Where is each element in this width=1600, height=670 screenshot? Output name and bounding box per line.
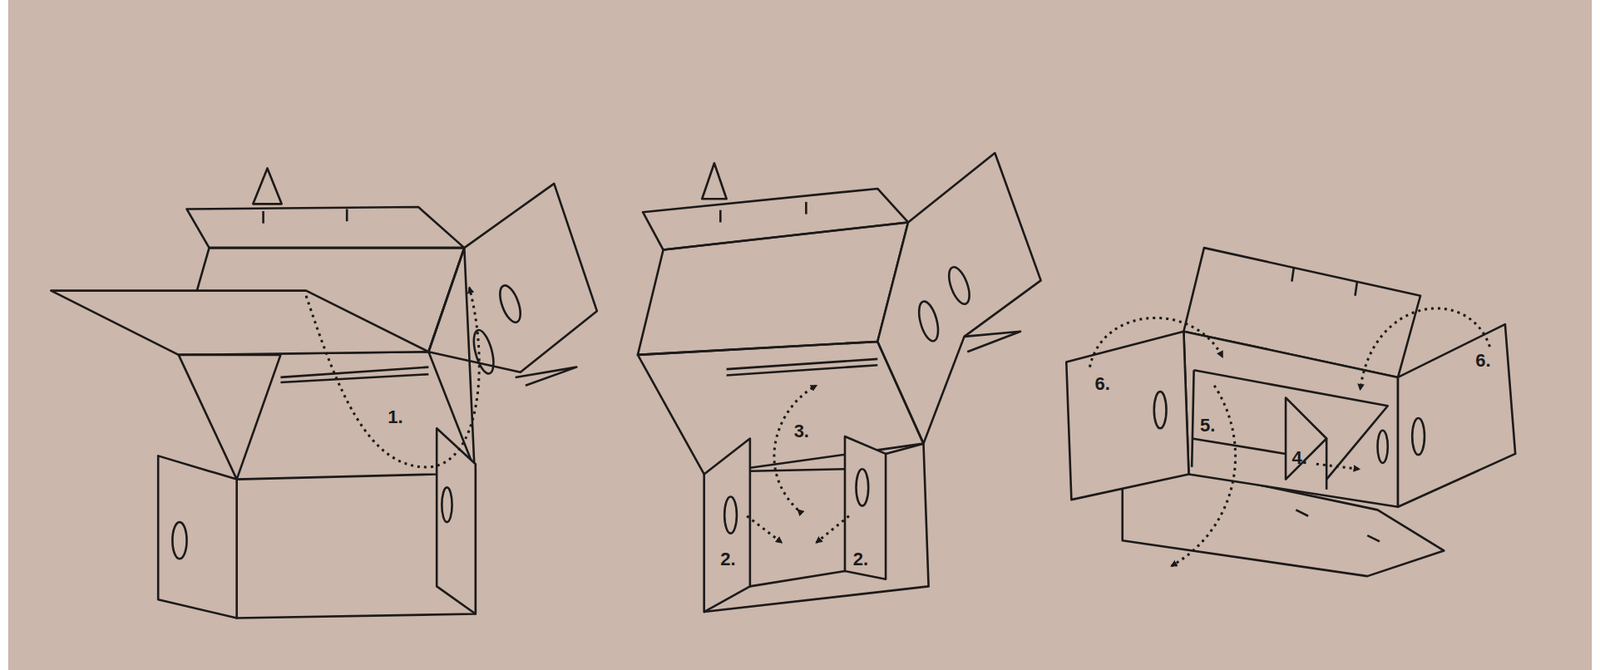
- front-flap: [844, 436, 886, 580]
- callout-number: 4.: [1291, 449, 1307, 468]
- top-flap: [187, 207, 465, 248]
- handle-hole: [1412, 418, 1425, 455]
- box-body: [1183, 331, 1398, 508]
- handle-hole: [724, 496, 737, 534]
- fold-arrow: [816, 516, 850, 544]
- handle-hole: [441, 487, 452, 523]
- fold-arrow: [1360, 308, 1491, 391]
- callout-number: 2.: [853, 550, 869, 569]
- locking-tab: [1285, 397, 1327, 480]
- inner-flap: [1191, 370, 1194, 468]
- handle-hole: [172, 522, 187, 559]
- fold-arrow: [306, 287, 480, 468]
- back-panel: [637, 222, 909, 355]
- callout-number: 6.: [1095, 375, 1111, 394]
- fold-line: [1325, 439, 1329, 490]
- handle-hole: [1377, 430, 1388, 464]
- slot: [261, 211, 265, 224]
- box-outline: [704, 444, 929, 613]
- handle-hole: [1154, 391, 1167, 429]
- fold-arrow: [1089, 317, 1223, 367]
- right-flap: [436, 428, 476, 614]
- tab: [701, 162, 726, 199]
- slot: [1295, 509, 1309, 516]
- handle-hole: [495, 282, 524, 326]
- front-flap: [704, 439, 751, 613]
- small-flap: [515, 367, 578, 386]
- left-flap: [1066, 331, 1189, 500]
- fold-line: [750, 469, 845, 471]
- callout-number: 6.: [1475, 351, 1491, 371]
- fold-arrow: [1171, 385, 1236, 567]
- slot: [1367, 535, 1380, 542]
- slot: [1355, 281, 1358, 297]
- triangle-flap: [178, 355, 282, 480]
- callout-number: 3.: [794, 422, 810, 441]
- slot: [719, 210, 722, 223]
- box-three: [1066, 247, 1516, 577]
- side-panel: [428, 247, 475, 470]
- fold-line: [726, 365, 879, 376]
- callout-number: 1.: [387, 408, 403, 427]
- fold-arrow: [774, 385, 817, 511]
- slot: [345, 208, 349, 222]
- inner-flap: [1194, 370, 1388, 480]
- box-one: [50, 167, 597, 618]
- handle-hole: [855, 469, 869, 506]
- small-flap: [964, 331, 1021, 353]
- open-flap: [50, 291, 429, 356]
- handle-hole: [944, 264, 973, 307]
- callout-number: 5.: [1200, 416, 1215, 435]
- left-flap: [158, 455, 237, 618]
- box-two: [637, 153, 1042, 613]
- box-outline: [750, 571, 845, 587]
- handle-hole: [915, 299, 943, 343]
- fold-arrow: [746, 516, 782, 544]
- fold-line: [1191, 439, 1286, 455]
- side-flap: [877, 153, 1041, 445]
- tab: [252, 167, 282, 204]
- cardboard-background: [8, 0, 1592, 670]
- slot: [1291, 266, 1294, 282]
- top-flap: [642, 188, 909, 251]
- callout-number: 2.: [720, 550, 736, 569]
- fold-line: [280, 374, 429, 383]
- slot: [804, 202, 808, 215]
- fold-arrow: [1316, 464, 1360, 470]
- right-flap: [1397, 324, 1516, 508]
- handle-hole: [469, 328, 498, 376]
